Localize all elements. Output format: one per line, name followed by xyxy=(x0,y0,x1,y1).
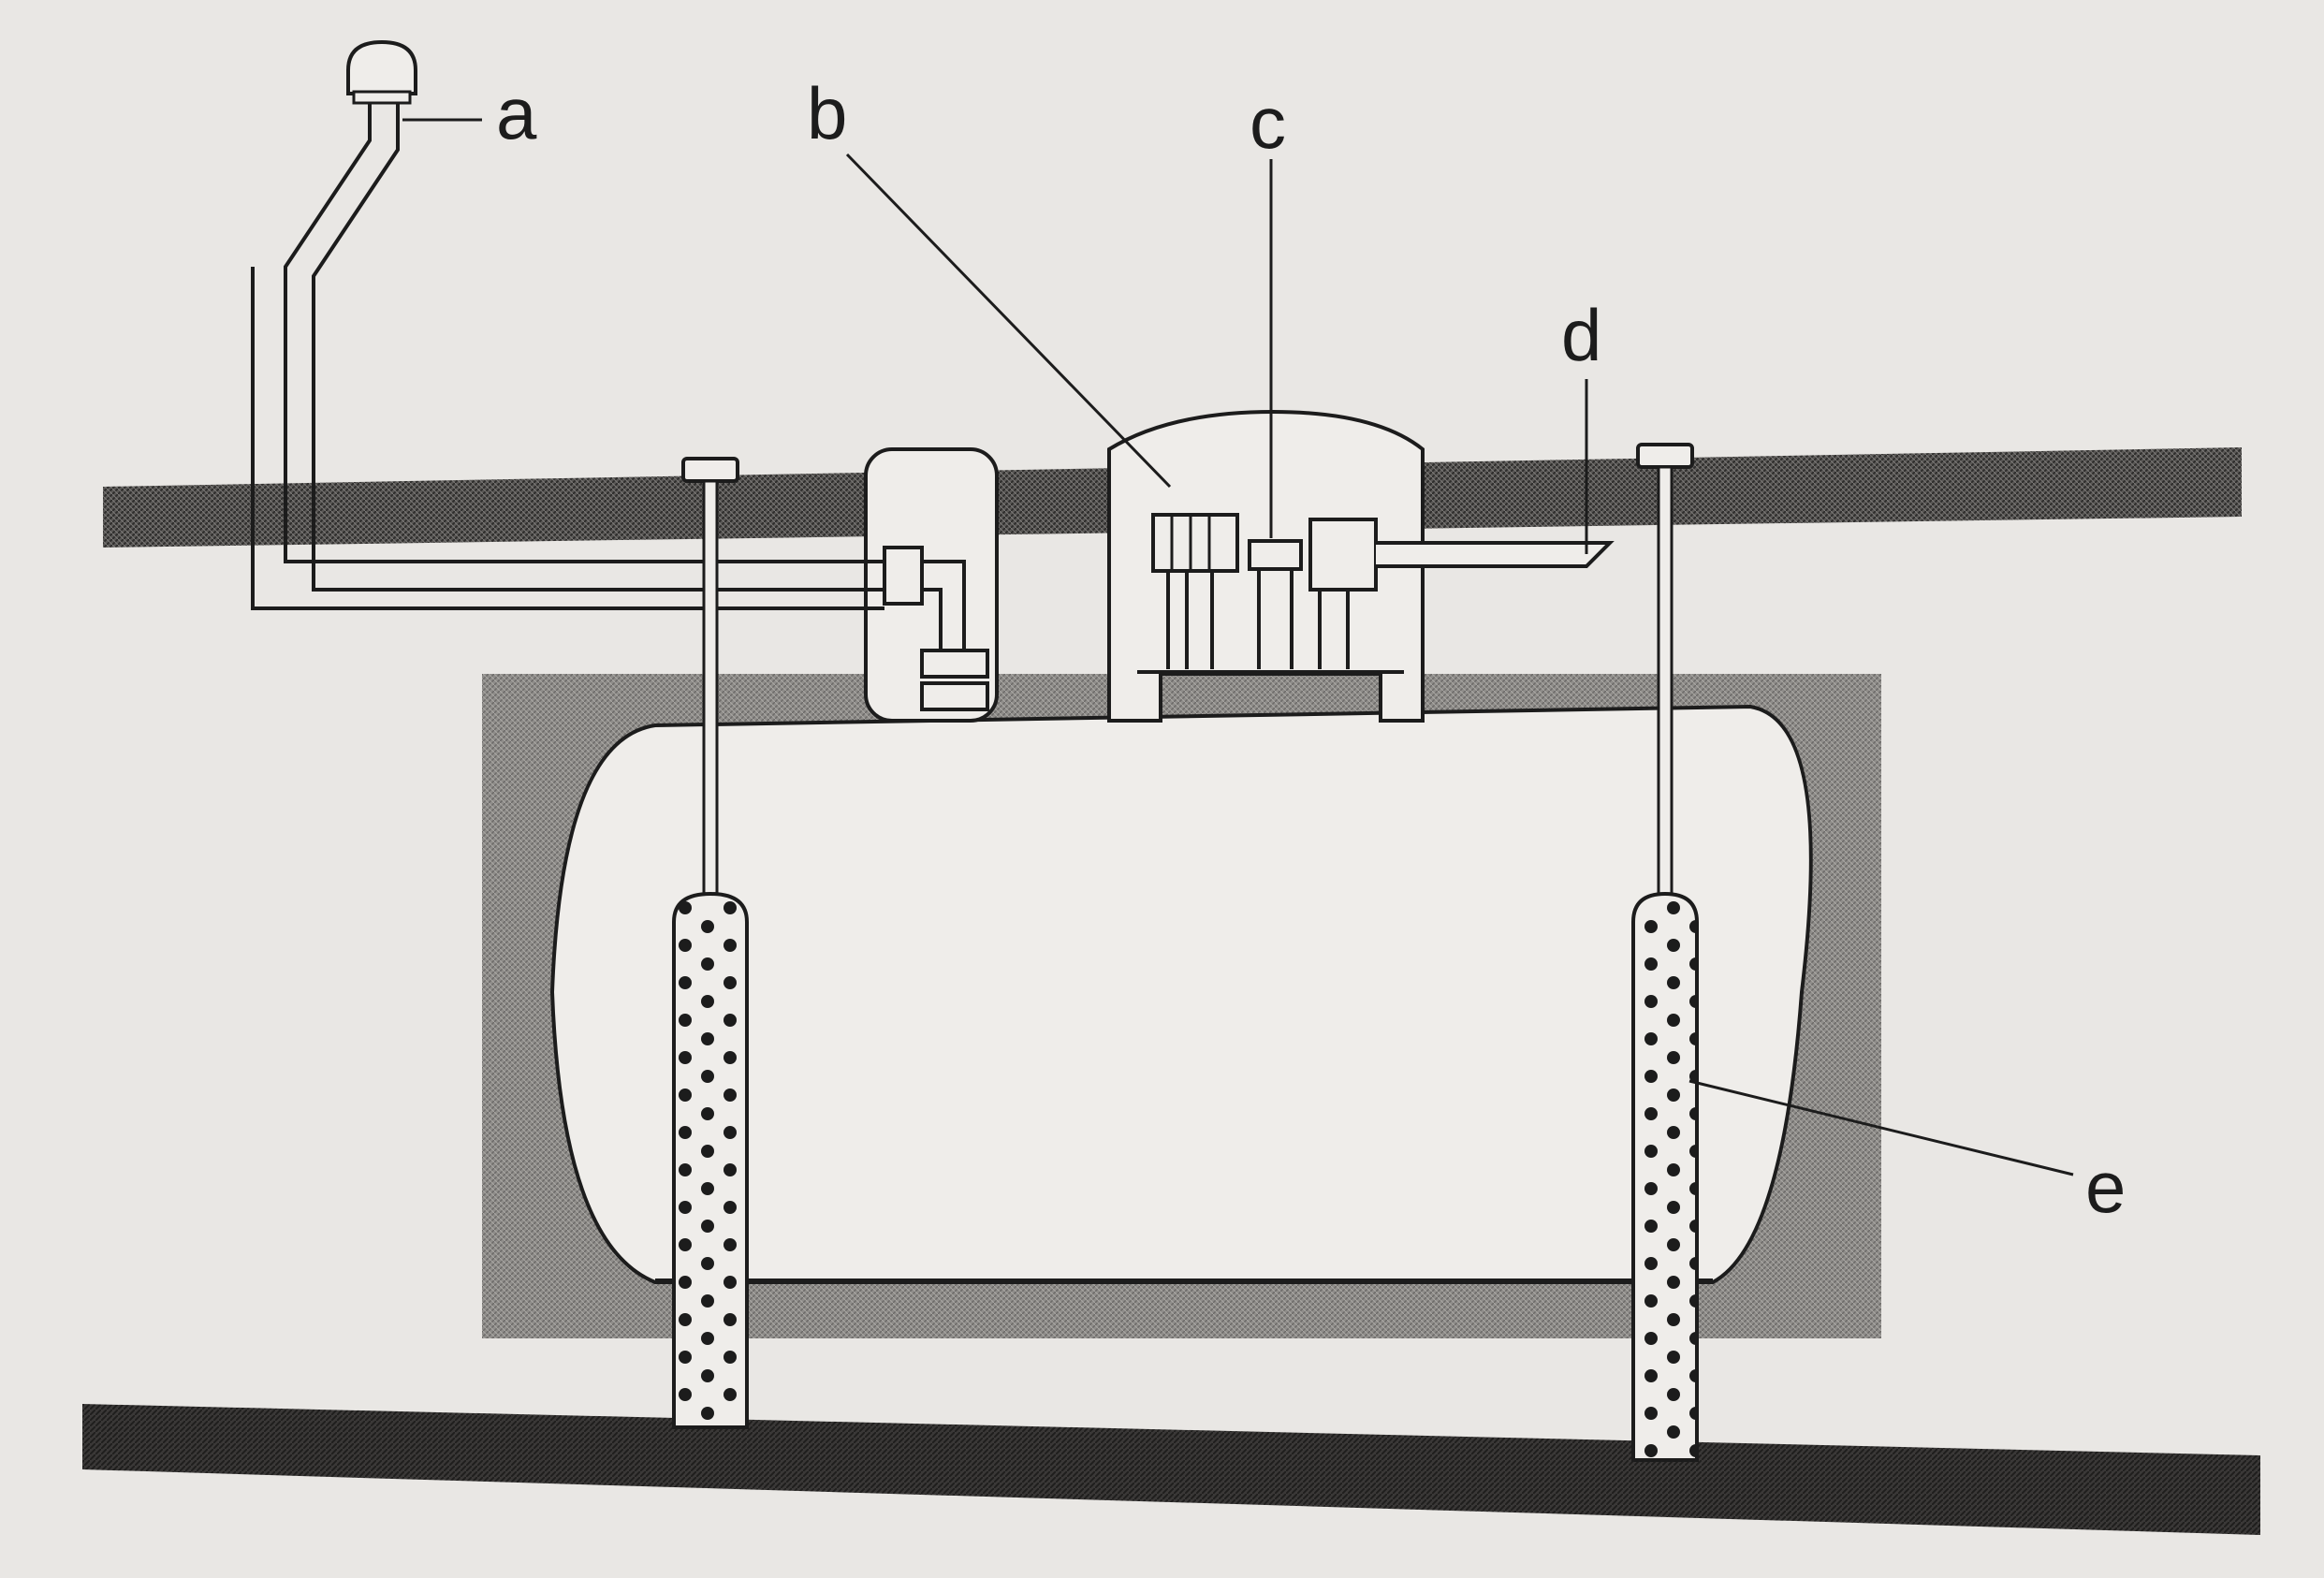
bedrock-band xyxy=(82,1404,2260,1535)
label-d: d xyxy=(1561,294,1601,376)
vent-cap-icon xyxy=(346,39,417,95)
right-well-cap xyxy=(1636,443,1694,469)
instrument-stems xyxy=(1166,569,1350,669)
vent-pipe xyxy=(284,94,884,563)
label-b: b xyxy=(807,72,847,154)
valve-body-upper xyxy=(920,649,989,679)
label-e: e xyxy=(2085,1146,2126,1228)
left-well-cap xyxy=(681,457,739,483)
left-well-riser xyxy=(702,479,719,899)
right-well-screen xyxy=(1631,891,1699,1462)
leader-line-b xyxy=(845,153,1172,489)
level-sensor xyxy=(1248,539,1303,571)
valve-body-lower xyxy=(920,681,989,711)
fill-pipe xyxy=(1376,541,1615,568)
label-a: a xyxy=(496,72,537,154)
vent-cap-base xyxy=(352,90,412,105)
pump-unit xyxy=(1308,518,1378,592)
valve-elbow xyxy=(922,560,966,655)
leader-line-e xyxy=(1688,1079,2074,1176)
label-c: c xyxy=(1250,81,1286,164)
right-well-riser xyxy=(1657,465,1674,899)
valve-flange xyxy=(883,546,924,606)
left-well-screen xyxy=(672,891,749,1429)
gauge-block xyxy=(1151,513,1239,573)
vent-pipe-inner-gap xyxy=(251,267,884,610)
